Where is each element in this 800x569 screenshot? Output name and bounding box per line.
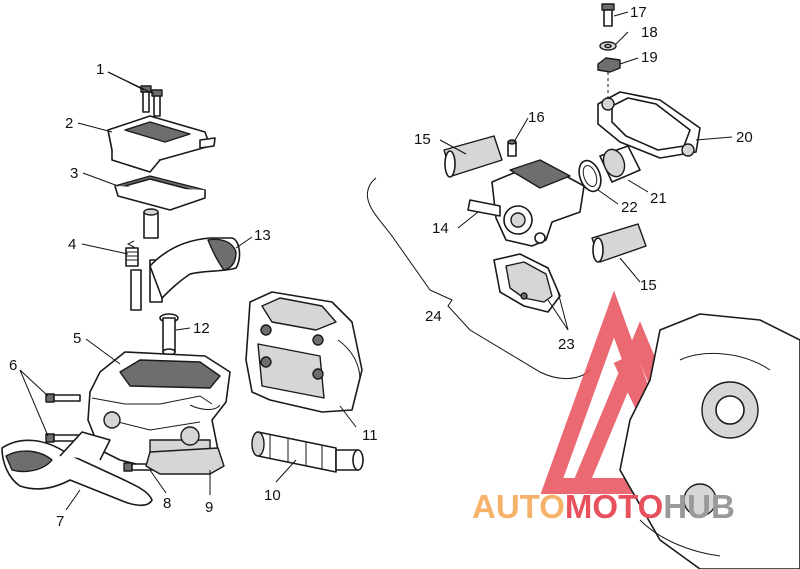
callout-13: 13 xyxy=(254,227,271,244)
callout-15-upper: 15 xyxy=(414,131,431,148)
part-caliper-body xyxy=(467,159,585,247)
part-pin-16 xyxy=(507,139,517,157)
callout-14: 14 xyxy=(432,220,449,237)
callout-16: 16 xyxy=(528,109,545,126)
part-washer-18 xyxy=(599,41,617,51)
part-screws-1 xyxy=(140,85,163,117)
part-sleeve-10 xyxy=(251,431,364,473)
callout-11: 11 xyxy=(362,427,378,444)
part-lever-13 xyxy=(149,237,241,299)
watermark-auto: AUTO xyxy=(472,488,565,525)
part-housing-11 xyxy=(245,291,363,413)
part-seal-22 xyxy=(578,159,602,193)
callout-24: 24 xyxy=(425,308,442,325)
part-clamp-9 xyxy=(145,447,225,475)
part-piston-21 xyxy=(599,145,641,183)
callout-19: 19 xyxy=(641,49,658,66)
part-cover-2 xyxy=(107,115,216,173)
part-housing-cover xyxy=(619,313,800,569)
part-arm-20 xyxy=(597,72,701,159)
part-piston-top xyxy=(143,208,159,239)
callout-7: 7 xyxy=(56,513,64,530)
callout-23: 23 xyxy=(558,336,575,353)
part-pads-23 xyxy=(493,253,561,313)
watermark-text: AUTOMOTOHUB xyxy=(472,488,735,525)
callout-5: 5 xyxy=(73,330,81,347)
watermark-moto: MOTO xyxy=(565,488,663,525)
part-handlever-7 xyxy=(1,431,153,507)
callout-22: 22 xyxy=(621,199,638,216)
leader-lines xyxy=(19,11,733,511)
part-shim-15b xyxy=(591,223,647,263)
part-shim-15a xyxy=(443,135,503,178)
callout-10: 10 xyxy=(264,487,281,504)
callout-1: 1 xyxy=(96,61,104,78)
callout-12: 12 xyxy=(193,320,210,337)
part-nut-19 xyxy=(597,57,621,73)
part-screws-6 xyxy=(45,393,81,443)
callout-numbers: 1 2 3 4 5 6 7 8 9 10 11 12 13 14 15 15 1… xyxy=(9,4,753,530)
part-pin-12 xyxy=(159,313,179,356)
part-diaphragm-3 xyxy=(114,175,206,211)
callout-21: 21 xyxy=(650,190,667,207)
watermark-hub: HUB xyxy=(663,488,735,525)
callout-9: 9 xyxy=(205,499,213,516)
callout-2: 2 xyxy=(65,115,73,132)
bracket-24-outline xyxy=(366,189,591,379)
callout-8: 8 xyxy=(163,495,171,512)
callout-3: 3 xyxy=(70,165,78,182)
callout-15-lower: 15 xyxy=(640,277,657,294)
callout-4: 4 xyxy=(68,236,76,253)
part-spring-4 xyxy=(125,240,139,267)
part-bolt-17 xyxy=(601,3,615,27)
callout-20: 20 xyxy=(736,129,753,146)
callout-17: 17 xyxy=(630,4,647,21)
bracket-24-edge xyxy=(367,177,377,191)
callout-6: 6 xyxy=(9,357,17,374)
callout-18: 18 xyxy=(641,24,658,41)
